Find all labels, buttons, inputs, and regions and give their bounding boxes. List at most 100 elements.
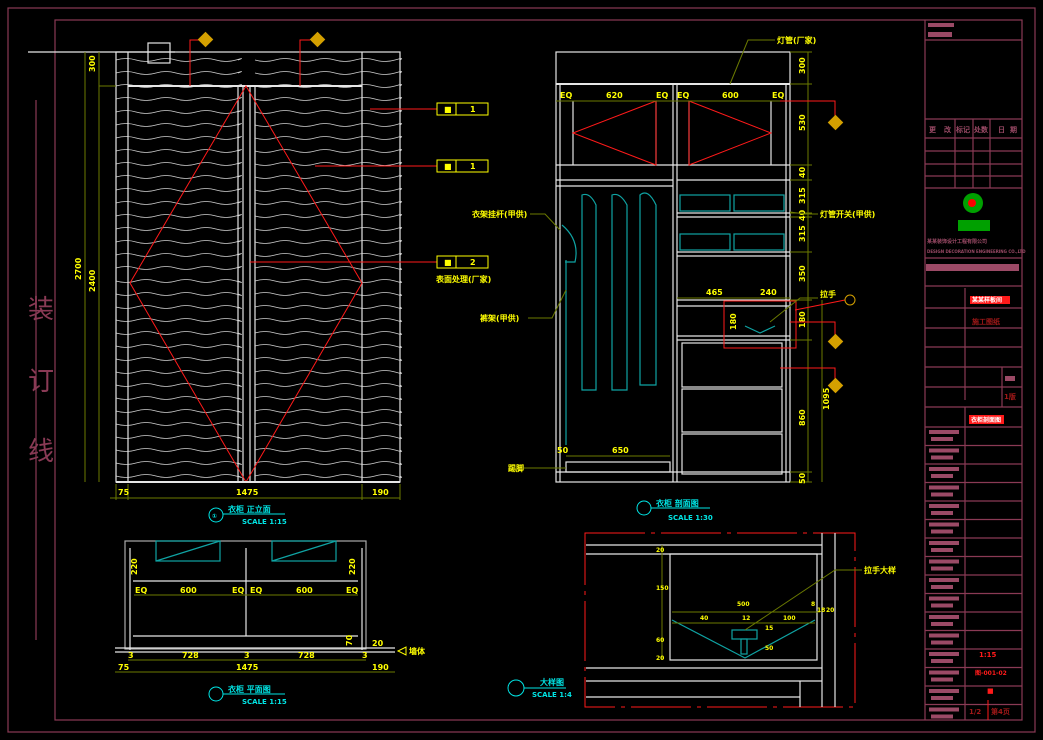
row-label-mark — [931, 474, 953, 478]
row-label-mark — [929, 615, 959, 619]
wood-grain-line — [115, 461, 242, 465]
svg-text:标记: 标记 — [955, 125, 970, 134]
row-label-mark — [931, 437, 953, 441]
light-fixture — [147, 42, 171, 64]
leader-note: 踢脚 — [508, 463, 524, 473]
wood-grain-line — [115, 396, 242, 400]
svg-text:50: 50 — [557, 446, 569, 455]
row-label-mark — [929, 504, 959, 508]
view-direction-icon — [396, 646, 407, 656]
wood-grain-line — [115, 318, 242, 322]
svg-text:180: 180 — [729, 313, 738, 330]
project-subtitle: 施工图纸 — [972, 317, 1000, 326]
leader-note: 灯管(厂家) — [777, 35, 816, 45]
row-label-mark — [929, 430, 959, 434]
drawer — [681, 433, 783, 475]
wood-grain-line — [115, 357, 242, 361]
wood-grain-line — [254, 175, 403, 179]
wood-grain-line — [254, 318, 403, 322]
wood-grain-line — [254, 409, 403, 413]
row-label-mark — [931, 696, 953, 700]
section-marker-icon — [827, 114, 844, 131]
wood-grain-line — [115, 435, 242, 439]
wood-grain-line — [115, 110, 242, 114]
wood-grain-line — [254, 214, 403, 218]
detail-boundary — [584, 532, 856, 708]
dim-label: 50 — [798, 472, 807, 484]
svg-text:600: 600 — [722, 91, 739, 100]
svg-text:600: 600 — [296, 586, 313, 595]
svg-text:EQ: EQ — [250, 586, 262, 595]
wood-grain-line — [254, 149, 403, 153]
svg-text:EQ: EQ — [346, 586, 358, 595]
detail-note: 拉手大样 — [864, 565, 896, 575]
material-callout: ■2 — [436, 255, 489, 269]
wood-grain-line — [254, 396, 403, 400]
wood-grain-line — [254, 331, 403, 335]
row-label-mark — [929, 559, 959, 564]
wood-grain-line — [254, 227, 403, 231]
svg-text:处数: 处数 — [973, 125, 989, 134]
svg-text:220: 220 — [130, 558, 139, 575]
wood-grain-line — [115, 331, 242, 335]
wood-grain-line — [254, 370, 403, 374]
svg-text:190: 190 — [372, 663, 389, 672]
wood-grain-line — [115, 123, 242, 127]
dim-label: 350 — [798, 265, 807, 282]
wood-grain-line — [115, 266, 242, 270]
wood-grain-line — [115, 344, 242, 348]
wood-grain-line — [115, 474, 242, 478]
title-block: 更 改 标记 处数 日 期 某某装饰设计工程有限公司 DESIGN DECORA… — [924, 20, 1026, 720]
svg-text:728: 728 — [182, 651, 199, 660]
plan-outline — [124, 540, 367, 650]
svg-text:620: 620 — [606, 91, 623, 100]
row-label-mark — [929, 652, 959, 656]
row-label-mark — [929, 670, 959, 675]
dim-label: 190 — [372, 488, 389, 497]
row-label-mark — [929, 522, 959, 527]
wood-grain-line — [254, 279, 403, 283]
project-name: 某某样板间 — [972, 296, 1002, 304]
wood-grain-line — [115, 175, 242, 179]
view-title: 衣柜 正立面 — [228, 504, 271, 514]
svg-text:■: ■ — [444, 162, 452, 171]
row-label-mark — [931, 622, 953, 626]
svg-text:650: 650 — [612, 446, 629, 455]
wood-grain-line — [115, 279, 242, 283]
binding-char: 线 — [28, 437, 54, 467]
svg-text:■: ■ — [444, 105, 452, 114]
row-label-mark — [931, 529, 953, 534]
callout-note: 表面处理(厂家) — [435, 274, 491, 284]
binding-char: 装 — [28, 295, 54, 325]
wood-grain-line — [115, 305, 242, 309]
wood-grain-line — [254, 357, 403, 361]
dim-label: 75 — [118, 488, 130, 497]
row-label-mark — [929, 485, 959, 490]
sheet-count: 1/2 — [969, 708, 981, 716]
wood-grain-line — [254, 97, 403, 101]
wood-grain-line — [115, 253, 242, 257]
pants-rack — [561, 224, 577, 263]
wood-grain-line — [254, 136, 403, 140]
wall-note: 墙体 — [409, 646, 426, 656]
svg-text:50: 50 — [765, 645, 773, 652]
wood-grain-line — [254, 110, 403, 114]
svg-text:60: 60 — [656, 637, 664, 644]
row-label-mark — [931, 511, 953, 515]
wood-grain-line — [115, 409, 242, 413]
section-marker-icon — [309, 31, 326, 48]
view-scale: SCALE 1:15 — [242, 698, 287, 706]
view-scale: SCALE 1:4 — [532, 691, 572, 699]
section-marker-icon — [827, 333, 844, 350]
wood-grain-line — [115, 292, 242, 296]
row-label-mark — [929, 707, 959, 712]
svg-text:150: 150 — [656, 585, 669, 592]
row-label-mark — [931, 455, 953, 460]
row-label-mark — [929, 578, 959, 582]
svg-text:■: ■ — [444, 258, 452, 267]
dim-label: 2400 — [88, 269, 97, 292]
wood-grain-hatch — [115, 58, 403, 478]
dim-label: 530 — [798, 114, 807, 131]
wood-grain-line — [254, 58, 403, 62]
